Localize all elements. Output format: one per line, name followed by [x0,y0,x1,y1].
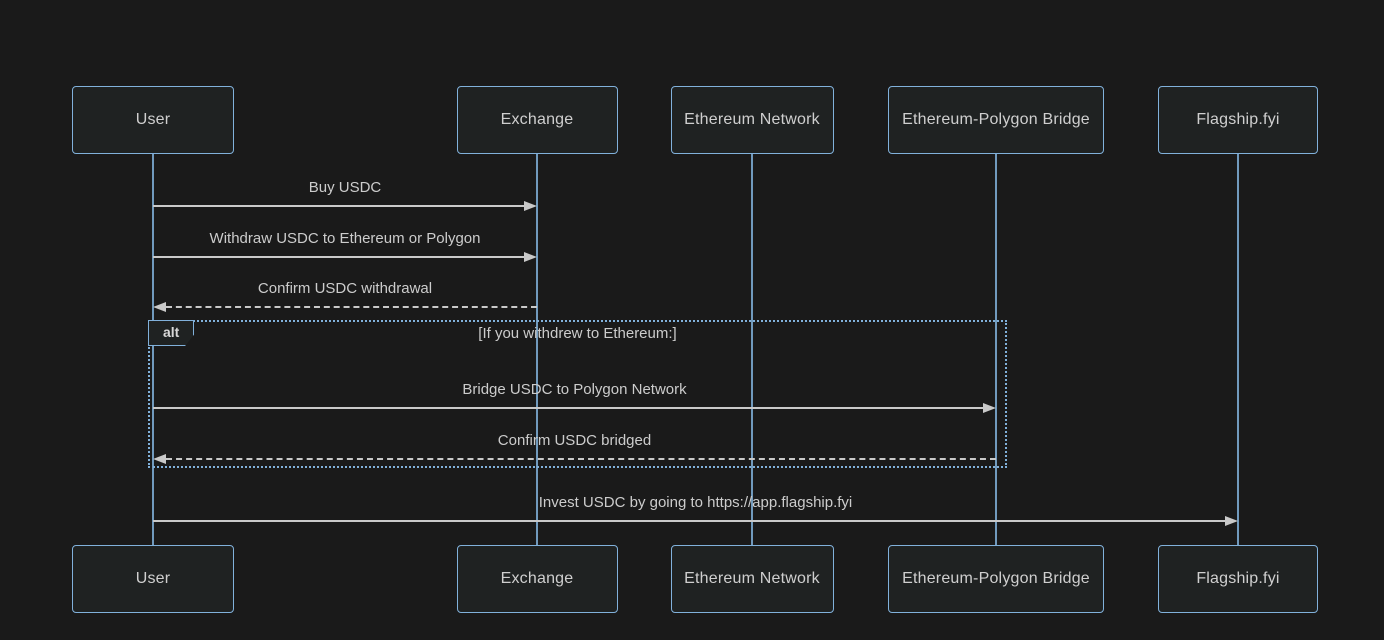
lifeline-ethereum [751,154,753,545]
actor-flagship-bottom: Flagship.fyi [1158,545,1318,613]
alt-label: alt [148,320,195,346]
actor-user-bottom: User [72,545,234,613]
actor-label: User [135,111,171,128]
message-arrowhead [524,252,537,262]
actor-exchange-top: Exchange [456,86,618,154]
actor-bridge-top: Ethereum-Polygon Bridge [888,86,1104,154]
lifeline-exchange [536,154,538,545]
message-line [166,458,996,460]
alt-condition-text: [If you withdrew to Ethereum:] [478,325,677,342]
actor-ethereum-top: Ethereum Network [670,86,834,154]
actor-bridge-bottom: Ethereum-Polygon Bridge [888,545,1104,613]
message-label: Bridge USDC to Polygon Network [462,381,687,398]
message-label: Withdraw USDC to Ethereum or Polygon [209,230,481,247]
message-arrowhead [983,403,996,413]
message-line [153,256,524,258]
lifeline-bridge [995,154,997,545]
actor-label: Ethereum-Polygon Bridge [902,111,1090,128]
message-arrowhead [153,454,166,464]
message-line [166,306,537,308]
message-line [153,407,983,409]
message-label: Confirm USDC bridged [497,432,652,449]
message-arrowhead [153,302,166,312]
actor-label: Ethereum Network [684,111,820,128]
actor-ethereum-bottom: Ethereum Network [670,545,834,613]
lifeline-user [152,154,154,545]
message-label: Buy USDC [308,179,382,196]
alt-frame [148,320,1007,468]
message-line [153,520,1225,522]
actor-label: Ethereum-Polygon Bridge [902,570,1090,587]
actor-flagship-top: Flagship.fyi [1158,86,1318,154]
actor-label: Flagship.fyi [1196,570,1280,587]
message-line [153,205,524,207]
actor-label: Flagship.fyi [1196,111,1280,128]
message-label: Invest USDC by going to https://app.flag… [538,494,853,511]
actor-exchange-bottom: Exchange [456,545,618,613]
actor-label: User [135,570,171,587]
actor-label: Ethereum Network [684,570,820,587]
message-arrowhead [524,201,537,211]
message-arrowhead [1225,516,1238,526]
actor-user-top: User [72,86,234,154]
lifeline-flagship [1237,154,1239,545]
message-label: Confirm USDC withdrawal [257,280,433,297]
actor-label: Exchange [500,570,574,587]
actor-label: Exchange [500,111,574,128]
